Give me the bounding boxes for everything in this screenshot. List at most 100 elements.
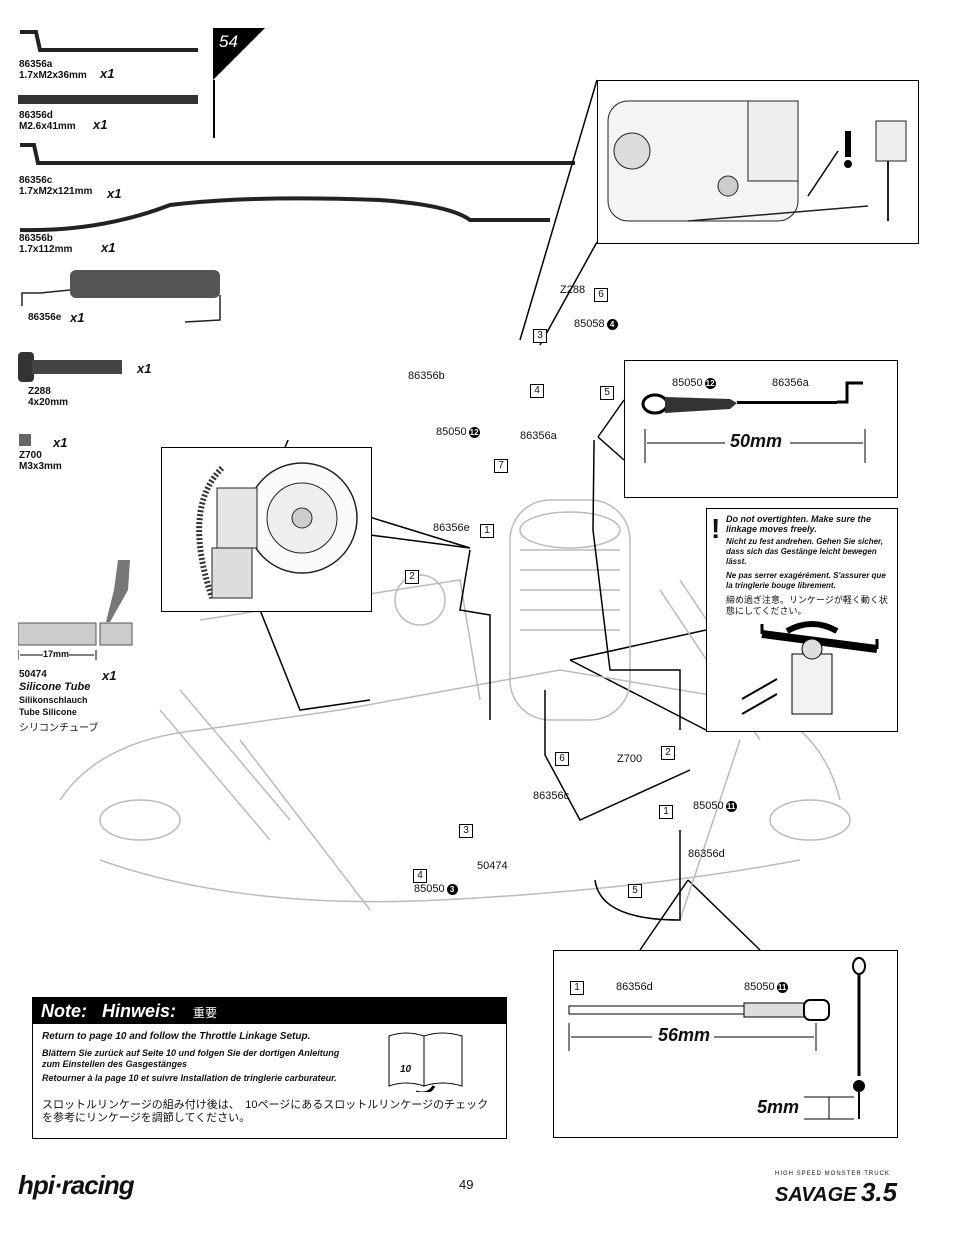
step-flag: 54 (213, 28, 265, 138)
savage-logo-number: 3.5 (860, 1177, 898, 1207)
note-header: Note: Hinweis: 重要 (33, 998, 506, 1024)
note-box: Note: Hinweis: 重要 Return to page 10 and … (32, 997, 507, 1139)
silicone-length: 17mm (43, 649, 70, 659)
circle-number: 12 (704, 377, 716, 389)
part-spec: 1.7x112mm (19, 244, 73, 255)
label-85058-text: 85058 (574, 318, 605, 330)
step-badge: 2 (661, 746, 675, 760)
note-en: Return to page 10 and follow the Throttl… (42, 1031, 311, 1042)
warning-jp: 締め過ぎ注意。リンケージが軽く動く状態にしてください。 (726, 595, 888, 616)
label-86356d: 86356d (688, 848, 725, 860)
brake-detail-box (161, 447, 372, 612)
detail56-measure: 56mm (658, 1025, 711, 1045)
part-spec: 1.7xM2x121mm (19, 186, 93, 197)
step-badge: 3 (533, 329, 547, 343)
savage-logo: HIGH SPEED MONSTER TRUCK SAVAGE 3.5 (775, 1171, 915, 1208)
part-qty: x1 (137, 361, 152, 376)
detail50-part-a-text: 85050 (672, 377, 703, 389)
silicone-name-jp: シリコンチューブ (19, 723, 99, 734)
detail56-measure-b: 5mm (757, 1097, 800, 1117)
part-code: Z288 (28, 386, 51, 397)
silicone-code: 50474 (19, 669, 47, 680)
part-spec: M3x3mm (19, 461, 62, 472)
step-badge: 1 (480, 524, 494, 538)
step-badge: 6 (594, 288, 608, 302)
label-50474: 50474 (477, 860, 508, 872)
step-badge: 3 (459, 824, 473, 838)
part-code: 86356a (19, 59, 53, 70)
part-spec: M2.6x41mm (19, 121, 76, 132)
part-code: 86356c (19, 175, 53, 186)
label-86356e: 86356e (433, 522, 470, 534)
note-de: Blättern Sie zurück auf Seite 10 und fol… (42, 1048, 340, 1069)
page-number: 49 (459, 1177, 474, 1192)
silicone-tube-drawing (18, 560, 133, 660)
parts-drawings (18, 30, 575, 446)
step-badge: 4 (413, 869, 427, 883)
linkage-56mm-drawing (568, 957, 866, 1120)
part-qty: x1 (93, 117, 108, 132)
silicone-name-fr: Tube Silicone (19, 707, 77, 717)
circle-number: 4 (606, 318, 618, 330)
part-z700: Z700 M3x3mm (19, 450, 62, 472)
part-spec: 1.7xM2x36mm (19, 70, 87, 81)
step-flag-shape (213, 28, 265, 138)
note-fr: Retourner à la page 10 et suivre Install… (42, 1073, 337, 1083)
circle-number: 12 (468, 426, 480, 438)
label-z288: Z288 (560, 284, 586, 296)
part-qty: x1 (101, 240, 116, 255)
part-qty: x1 (53, 435, 68, 450)
detail50-measure: 50mm (730, 431, 783, 451)
warning-icon: ! (711, 513, 721, 544)
detail50-part-b: 86356a (772, 377, 809, 389)
truck-assembly-drawing (59, 440, 851, 921)
brake-detail-drawing (196, 462, 358, 599)
step-badge: 1 (659, 805, 673, 819)
note-title-jp: 重要 (193, 1006, 218, 1020)
part-qty: x1 (107, 186, 122, 201)
detail56-part-b-text: 85050 (744, 981, 775, 993)
part-qty: x1 (100, 66, 115, 81)
part-qty: x1 (70, 310, 85, 325)
label-85050-a-text: 85050 (436, 426, 467, 438)
step-badge: 5 (600, 386, 614, 400)
book-icon (388, 1032, 463, 1092)
label-86356b: 86356b (408, 370, 445, 382)
detail56-part-a: 86356d (616, 981, 653, 993)
warning-en: Do not overtighten. Make sure the linkag… (726, 514, 872, 534)
step-badge: 1 (570, 981, 584, 995)
warning-drawing (741, 621, 879, 715)
label-86356c: 86356c (533, 790, 570, 802)
silicone-qty: x1 (102, 668, 117, 683)
note-jp: スロットルリンケージの組み付け後は、 10ページにあるスロットルリンケージのチェ… (42, 1099, 489, 1124)
savage-logo-tagline: HIGH SPEED MONSTER TRUCK (775, 1171, 890, 1177)
step-badge: 6 (555, 752, 569, 766)
circle-number: 11 (776, 981, 788, 993)
carburetor-detail-box (597, 80, 919, 244)
part-86356c: 86356c 1.7xM2x121mm (19, 175, 92, 197)
step-number: 54 (219, 32, 238, 51)
carburetor-detail-drawing (607, 100, 907, 222)
warning-de: Nicht zu fest andrehen. Gehen Sie sicher… (726, 537, 883, 566)
savage-logo-text: SAVAGE (775, 1184, 857, 1206)
part-86356b: 86356b 1.7x112mm (19, 233, 72, 255)
label-85050-b-text: 85050 (693, 800, 724, 812)
part-86356a: 86356a 1.7xM2x36mm (19, 59, 87, 81)
linkage-50mm-drawing (641, 381, 866, 463)
label-85050-c-text: 85050 (414, 883, 445, 895)
part-spec: 4x20mm (28, 397, 69, 408)
circle-number: 3 (446, 883, 458, 895)
step-badge: 7 (494, 459, 508, 473)
note-title-de: Hinweis: (102, 1001, 177, 1021)
part-z288: Z288 4x20mm (28, 386, 68, 408)
step-badge: 5 (628, 884, 642, 898)
note-title-en: Note: (41, 1001, 87, 1021)
